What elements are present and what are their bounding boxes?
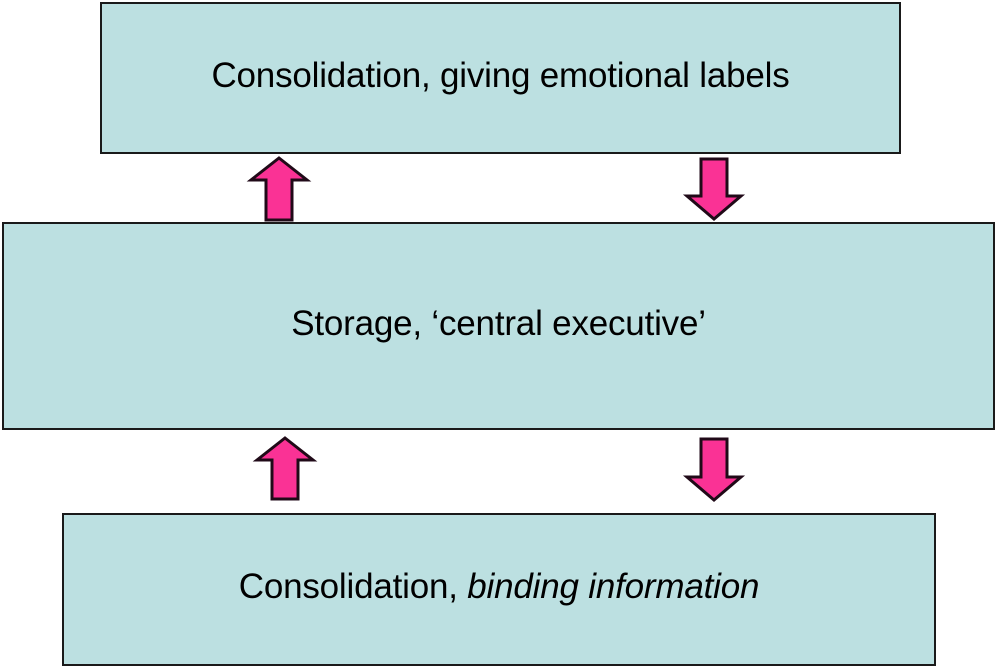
arrow-down-icon <box>682 437 746 502</box>
box-storage-central-executive: Storage, ‘central executive’ <box>2 222 995 430</box>
box-top-label: Consolidation, giving emotional labels <box>211 55 790 96</box>
arrow-down-icon <box>682 157 746 221</box>
arrow-up-icon <box>246 156 312 222</box>
box-bottom-label-text: Consolidation, <box>238 567 468 607</box>
box-bottom-label: Consolidation, binding information <box>239 568 760 607</box>
box-middle-label-text: Storage, ‘central executive’ <box>291 303 706 343</box>
box-consolidation-binding-information: Consolidation, binding information <box>62 513 936 666</box>
arrow-up-icon <box>252 436 318 501</box>
box-bottom-label-emphasis: binding information <box>467 567 760 607</box>
box-consolidation-emotional-labels: Consolidation, giving emotional labels <box>100 2 901 154</box>
box-middle-label: Storage, ‘central executive’ <box>291 303 706 344</box>
box-top-label-text: Consolidation, giving emotional labels <box>211 55 790 95</box>
